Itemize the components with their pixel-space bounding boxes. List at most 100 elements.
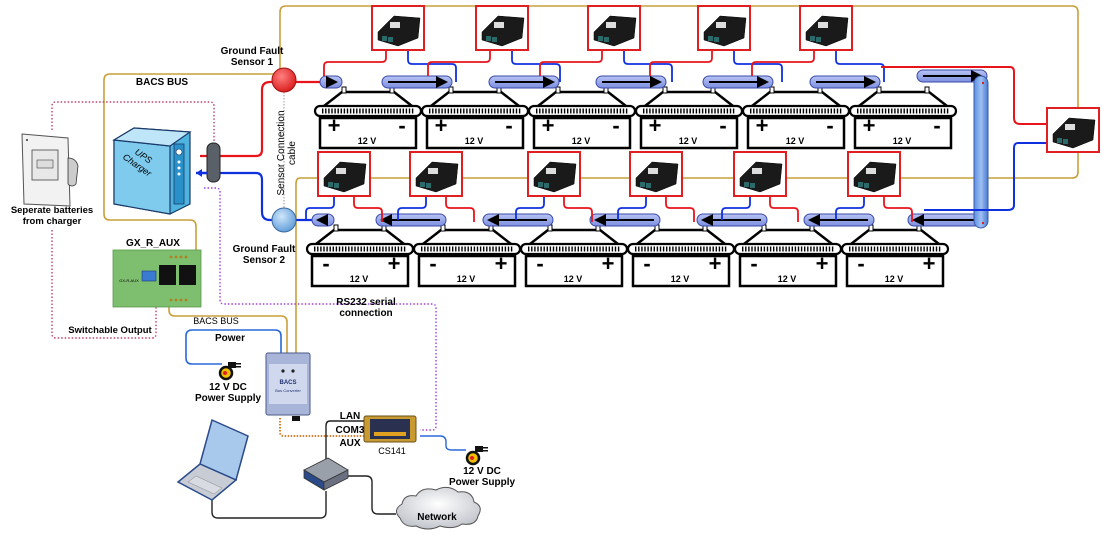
switchable-output-label: Switchable Output	[68, 325, 152, 336]
battery-bottom-6[interactable]	[840, 224, 950, 288]
battery-monitor-module-bottom-1[interactable]	[317, 151, 371, 197]
link-bar-bottom-4	[696, 213, 768, 227]
vertical-link-bar	[973, 75, 989, 229]
bacs-converter-label: BACS	[279, 380, 297, 386]
rs232-label: RS232 serial connection	[336, 297, 396, 319]
battery-terminal-left: +	[327, 113, 341, 138]
battery-bottom-4[interactable]	[626, 224, 736, 288]
gf-sensor-1-label: Ground Fault Sensor 1	[220, 46, 284, 68]
battery-monitor-module-top-4[interactable]	[697, 5, 751, 51]
network-cabling	[211, 420, 396, 519]
battery-top-6[interactable]	[848, 86, 958, 150]
battery-terminal-left: -	[750, 251, 758, 276]
bacs-bus-converter[interactable]	[265, 352, 311, 421]
ground-fault-sensor-2[interactable]	[271, 207, 297, 233]
battery-top-4[interactable]	[634, 86, 744, 150]
battery-monitor-module-top-1[interactable]	[371, 5, 425, 51]
battery-bottom-1[interactable]	[305, 224, 415, 288]
gx-r-aux-label: GX_R_AUX	[126, 238, 180, 249]
power-supply-1-label: 12 V DC Power Supply	[194, 382, 262, 404]
battery-voltage-label: 12 V	[670, 274, 690, 284]
battery-terminal-left: +	[541, 113, 555, 138]
link-bar-top-5	[809, 75, 881, 89]
battery-bottom-5[interactable]	[733, 224, 843, 288]
link-bar-top-4	[702, 75, 774, 89]
battery-terminal-right: +	[387, 251, 401, 276]
cable-clamp-icon	[206, 142, 221, 183]
battery-terminal-left: -	[536, 251, 544, 276]
separate-batteries-label: Seperate batteries from charger	[10, 205, 94, 227]
gf-sensor-2-label: Ground Fault Sensor 2	[232, 244, 296, 266]
com3-label: COM3	[335, 425, 365, 436]
battery-terminal-left: -	[857, 251, 865, 276]
right-module-wiring	[881, 66, 1046, 211]
battery-voltage-label: 12 V	[785, 136, 805, 146]
laptop[interactable]	[176, 418, 249, 501]
network-cloud[interactable]	[396, 486, 481, 530]
battery-terminal-right: -	[612, 113, 620, 138]
battery-terminal-right: +	[494, 251, 508, 276]
network-switch[interactable]	[303, 457, 349, 491]
power-label: Power	[214, 333, 245, 344]
battery-terminal-left: +	[434, 113, 448, 138]
battery-top-5[interactable]	[741, 86, 851, 150]
battery-terminal-right: -	[505, 113, 513, 138]
battery-monitor-module-top-3[interactable]	[587, 5, 641, 51]
battery-monitor-module-bottom-2[interactable]	[409, 151, 463, 197]
battery-terminal-right: -	[826, 113, 834, 138]
battery-voltage-label: 12 V	[884, 274, 904, 284]
link-bar-bottom-5	[803, 213, 875, 227]
bacs-bus-label-top: BACS BUS	[135, 77, 189, 88]
battery-terminal-left: -	[429, 251, 437, 276]
battery-monitor-module-bottom-5[interactable]	[733, 151, 787, 197]
battery-voltage-label: 12 V	[892, 136, 912, 146]
power-supply-2-label: 12 V DC Power Supply	[448, 466, 516, 488]
battery-disconnect-switch[interactable]	[21, 133, 79, 207]
battery-voltage-label: 12 V	[456, 274, 476, 284]
gx-r-aux-board[interactable]	[112, 249, 202, 308]
battery-voltage-label: 12 V	[678, 136, 698, 146]
ups-charger[interactable]	[112, 127, 192, 215]
battery-terminal-left: +	[862, 113, 876, 138]
battery-terminal-right: -	[719, 113, 727, 138]
battery-terminal-left: +	[648, 113, 662, 138]
lan-label: LAN	[339, 411, 361, 422]
battery-monitor-module-top-5[interactable]	[799, 5, 853, 51]
battery-voltage-label: 12 V	[349, 274, 369, 284]
power-plug-icon-1	[218, 362, 241, 381]
link-bar-bottom-6	[907, 213, 983, 227]
battery-top-1[interactable]	[313, 86, 423, 150]
battery-monitor-module-right[interactable]	[1046, 107, 1100, 153]
battery-monitor-module-bottom-3[interactable]	[527, 151, 581, 197]
arrow-icon	[196, 169, 202, 177]
battery-monitor-module-top-2[interactable]	[475, 5, 529, 51]
battery-top-3[interactable]	[527, 86, 637, 150]
battery-bottom-2[interactable]	[412, 224, 522, 288]
link-bar-top-3	[595, 75, 667, 89]
battery-voltage-label: 12 V	[571, 136, 591, 146]
battery-terminal-right: +	[601, 251, 615, 276]
battery-voltage-label: 12 V	[357, 136, 377, 146]
battery-terminal-right: -	[398, 113, 406, 138]
bacs-converter-sublabel: Bus Converter	[275, 388, 301, 393]
power-cable-2	[420, 435, 466, 451]
battery-bottom-3[interactable]	[519, 224, 629, 288]
bacs-bus-label-bottom: BACS BUS	[193, 316, 239, 326]
module-sense-wiring	[305, 50, 913, 222]
battery-terminal-right: +	[922, 251, 936, 276]
battery-terminal-left: +	[755, 113, 769, 138]
battery-voltage-label: 12 V	[777, 274, 797, 284]
link-bar-bottom-2	[482, 213, 554, 227]
main-dc-wiring	[200, 80, 320, 222]
gx-r-aux-board-label: GX-R-AUX	[119, 278, 139, 283]
battery-monitor-module-bottom-4[interactable]	[629, 151, 683, 197]
power-cable	[185, 329, 282, 365]
ground-fault-sensor-1[interactable]	[271, 67, 297, 93]
link-bar-bottom-1	[375, 213, 447, 227]
dotted-connections	[51, 101, 437, 437]
battery-terminal-right: +	[708, 251, 722, 276]
network-label: Network	[417, 512, 457, 523]
cs141-adapter[interactable]	[363, 415, 417, 443]
battery-monitor-module-bottom-6[interactable]	[847, 151, 901, 197]
link-bar-top-0	[319, 75, 343, 89]
